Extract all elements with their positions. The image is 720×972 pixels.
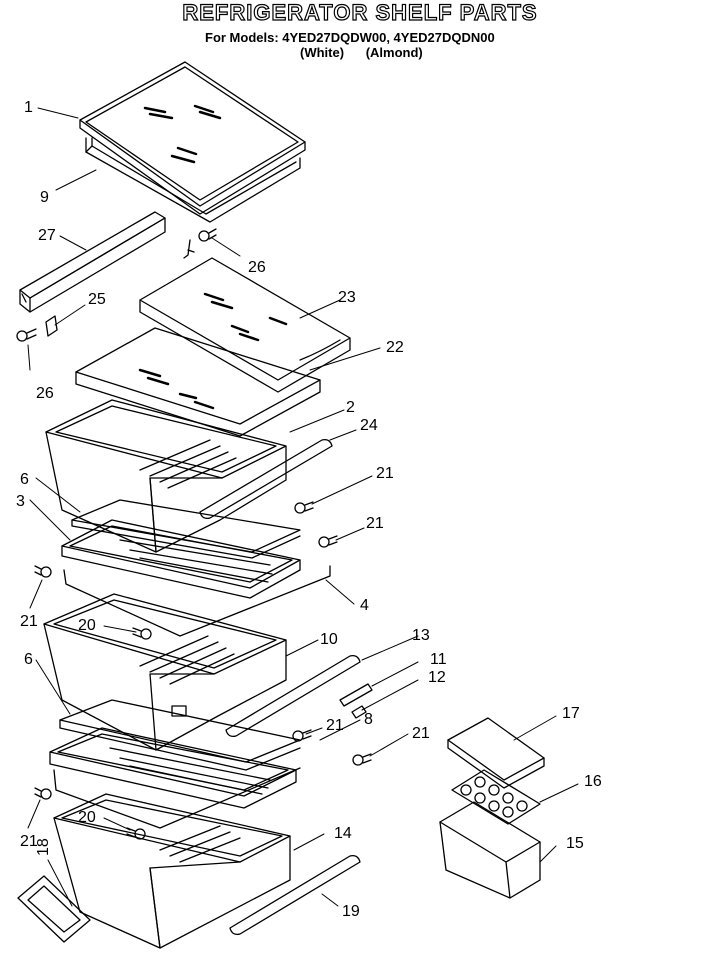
part-12-clip bbox=[351, 705, 367, 719]
part-8-shelf-frame bbox=[49, 727, 301, 829]
part-21-screw-f bbox=[34, 787, 52, 800]
part-24-rail bbox=[199, 438, 333, 520]
part-23-glass-shelf bbox=[139, 257, 351, 393]
part-15-bin bbox=[439, 801, 541, 899]
label-10: 10 bbox=[320, 631, 338, 648]
colors-line: (White) (Almond) bbox=[300, 45, 423, 60]
part-21-screw-e bbox=[352, 753, 372, 766]
part-21-screw-b bbox=[318, 535, 338, 548]
part-16-egg-tray bbox=[451, 769, 541, 825]
label-13: 13 bbox=[412, 627, 430, 644]
label-16: 16 bbox=[584, 773, 602, 790]
part-labels: 1 9 27 26 25 26 23 22 2 24 21 6 3 21 21 … bbox=[16, 99, 602, 920]
label-12: 12 bbox=[428, 669, 446, 686]
part-21-screw-d bbox=[292, 729, 312, 742]
label-17: 17 bbox=[562, 705, 580, 722]
part-14-bottom-drawer bbox=[53, 793, 291, 949]
label-2: 2 bbox=[346, 399, 355, 416]
part-18-panel bbox=[17, 875, 91, 943]
part-1-glass-shelf bbox=[79, 61, 306, 215]
label-25: 25 bbox=[88, 291, 106, 308]
label-22: 22 bbox=[386, 339, 404, 356]
part-26-screw-bottom bbox=[16, 328, 37, 342]
label-20a: 20 bbox=[78, 617, 96, 634]
label-24: 24 bbox=[360, 417, 378, 434]
part-10-drawer bbox=[43, 593, 287, 751]
label-4: 4 bbox=[360, 597, 369, 614]
label-1: 1 bbox=[24, 99, 33, 116]
label-15: 15 bbox=[566, 835, 584, 852]
label-26a: 26 bbox=[248, 259, 266, 276]
label-11: 11 bbox=[430, 651, 447, 668]
label-21f: 21 bbox=[20, 833, 38, 850]
part-11-clip bbox=[339, 683, 373, 707]
part-9-shelf-frame bbox=[85, 137, 301, 223]
part-25-bracket bbox=[45, 239, 195, 337]
leader-lines bbox=[27, 107, 579, 907]
part-13-rail bbox=[225, 654, 361, 738]
label-23: 23 bbox=[338, 289, 356, 306]
label-20b: 20 bbox=[78, 809, 96, 826]
label-14: 14 bbox=[334, 825, 352, 842]
part-20-screw-b bbox=[126, 827, 146, 840]
label-21a: 21 bbox=[376, 465, 394, 482]
part-20-screw-a bbox=[132, 627, 152, 640]
label-8: 8 bbox=[364, 711, 373, 728]
label-18: 18 bbox=[35, 838, 52, 856]
part-21-screw-c bbox=[34, 565, 52, 578]
label-3: 3 bbox=[16, 493, 25, 510]
label-21b: 21 bbox=[366, 515, 384, 532]
part-22-shelf bbox=[75, 327, 321, 437]
label-9: 9 bbox=[40, 189, 49, 206]
part-26-screw-top bbox=[198, 228, 217, 242]
label-6a: 6 bbox=[20, 471, 29, 488]
label-19: 19 bbox=[342, 903, 360, 920]
label-27: 27 bbox=[38, 227, 56, 244]
part-17-dairy-door bbox=[447, 717, 545, 789]
part-21-screw-a bbox=[294, 501, 314, 514]
part-4-shelf-rail bbox=[63, 565, 331, 637]
part-3-shelf-frame bbox=[61, 519, 301, 599]
page-title: REFRIGERATOR SHELF PARTS bbox=[182, 0, 538, 26]
label-6b: 6 bbox=[24, 651, 33, 668]
models-line: For Models: 4YED27DQDW00, 4YED27DQDN00 bbox=[205, 30, 495, 45]
label-21c: 21 bbox=[20, 613, 38, 630]
part-2-crisper-drawer bbox=[45, 399, 287, 553]
label-21e: 21 bbox=[412, 725, 430, 742]
label-21d: 21 bbox=[326, 717, 344, 734]
label-26b: 26 bbox=[36, 385, 54, 402]
part-27-trim-strip bbox=[19, 211, 166, 313]
part-19-rail bbox=[229, 854, 361, 936]
